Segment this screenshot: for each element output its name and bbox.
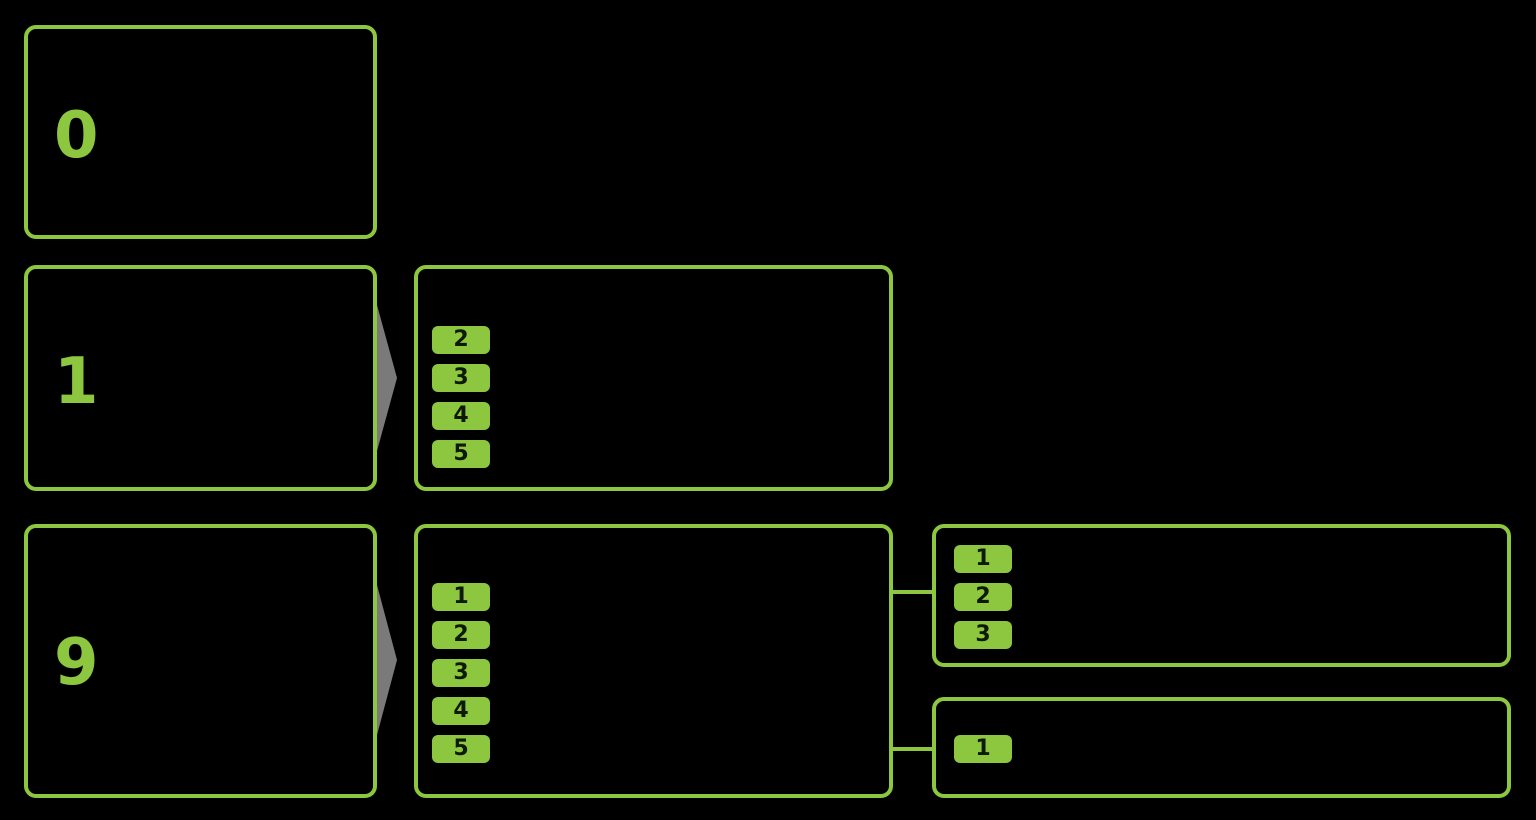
row-1-item-chip[interactable]: 3 — [432, 364, 490, 392]
row-9-item-chip[interactable]: 5 — [432, 735, 490, 763]
subgroup-1-item-chip[interactable]: 2 — [954, 583, 1012, 611]
subgroup-1-box: 1 2 3 — [932, 524, 1511, 667]
subgroup-1-connector — [889, 590, 936, 594]
row-1-item-chip[interactable]: 4 — [432, 402, 490, 430]
subgroup-1-items-list: 1 2 3 — [954, 545, 1012, 649]
row-1-expand-arrow — [377, 305, 397, 451]
subgroup-2-items-list: 1 — [954, 735, 1012, 763]
row-0-label: 0 — [54, 99, 99, 173]
row-9-item-chip[interactable]: 2 — [432, 621, 490, 649]
row-1-items-box: 2 3 4 5 — [414, 265, 893, 491]
subgroup-1-item-chip[interactable]: 3 — [954, 621, 1012, 649]
row-9-label: 9 — [54, 626, 99, 700]
row-1-item-chip[interactable]: 2 — [432, 326, 490, 354]
subgroup-2-box: 1 — [932, 697, 1511, 798]
row-9-item-chip[interactable]: 4 — [432, 697, 490, 725]
row-9-expand-arrow — [377, 585, 397, 735]
row-1-items-list: 2 3 4 5 — [432, 326, 490, 468]
row-9-item-chip[interactable]: 3 — [432, 659, 490, 687]
row-9-items-list: 1 2 3 4 5 — [432, 583, 490, 763]
subgroup-2-item-chip[interactable]: 1 — [954, 735, 1012, 763]
row-1-label: 1 — [54, 345, 99, 419]
row-9-item-chip[interactable]: 1 — [432, 583, 490, 611]
row-1-item-chip[interactable]: 5 — [432, 440, 490, 468]
row-0-box: 0 — [24, 25, 377, 239]
row-9-box: 9 — [24, 524, 377, 798]
subgroup-2-connector — [889, 747, 936, 751]
row-1-box: 1 — [24, 265, 377, 491]
subgroup-1-item-chip[interactable]: 1 — [954, 545, 1012, 573]
row-9-items-box: 1 2 3 4 5 — [414, 524, 893, 798]
